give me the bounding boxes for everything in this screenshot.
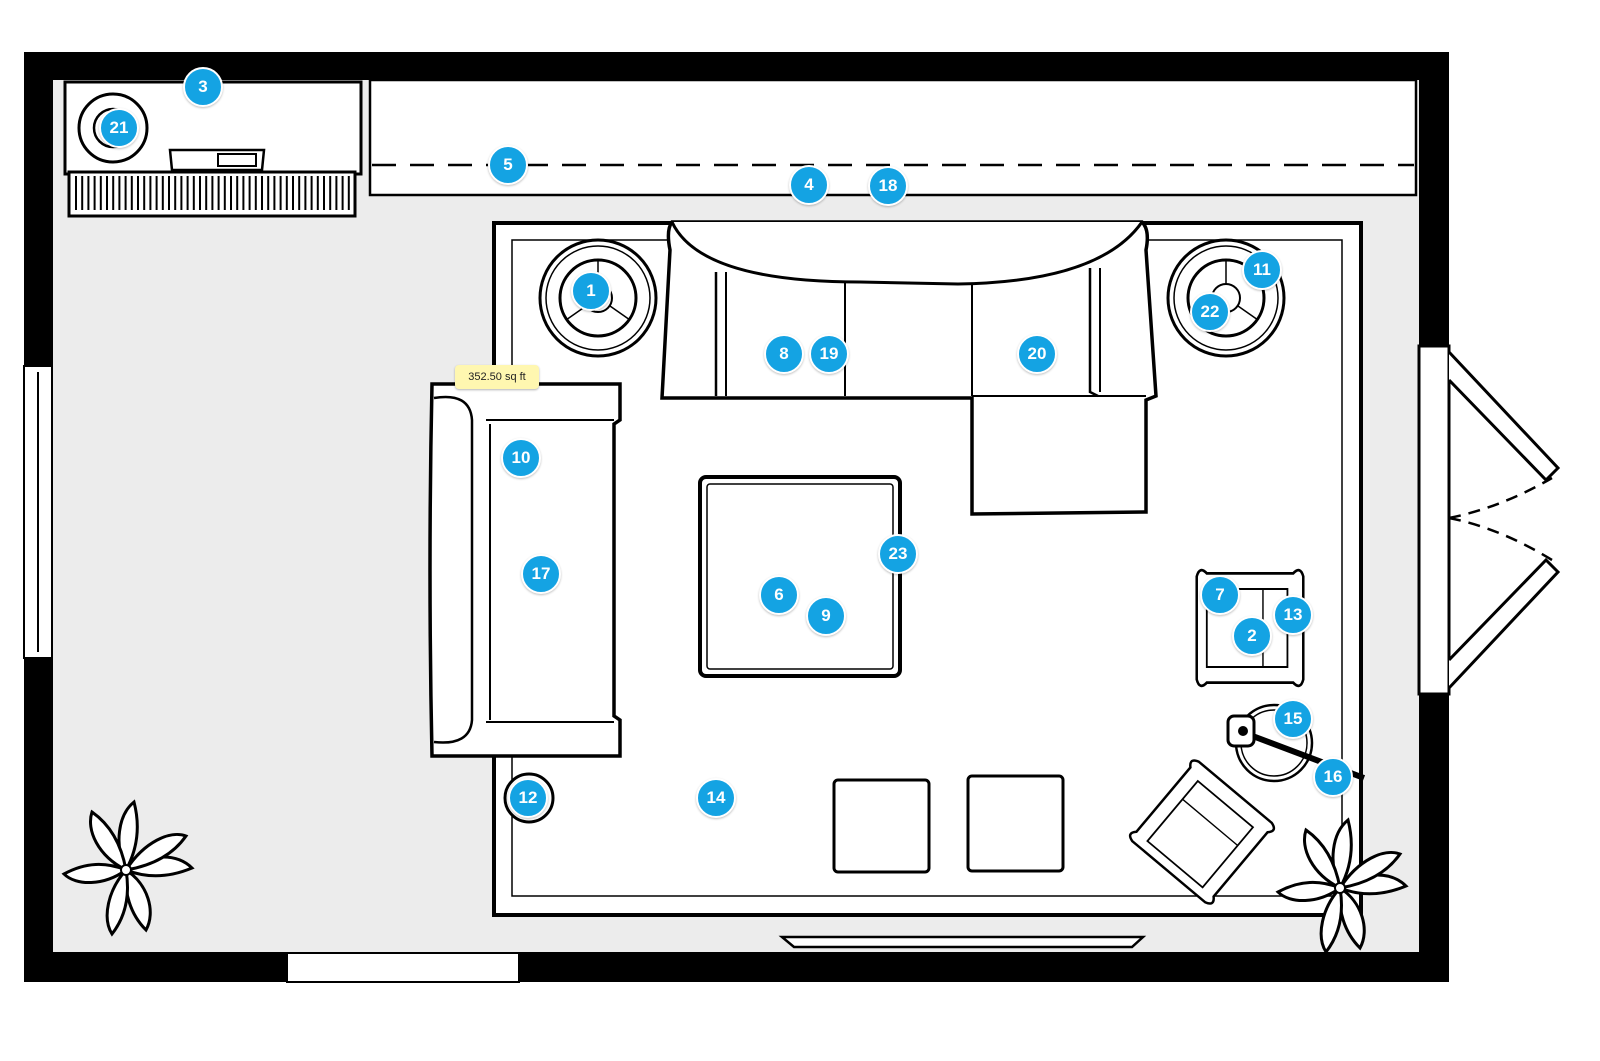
item-marker-13[interactable]: 13: [1273, 595, 1313, 635]
item-marker-4[interactable]: 4: [789, 165, 829, 205]
item-marker-22[interactable]: 22: [1190, 292, 1230, 332]
item-marker-1[interactable]: 1: [571, 271, 611, 311]
item-marker-21[interactable]: 21: [99, 108, 139, 148]
item-marker-2[interactable]: 2: [1232, 616, 1272, 656]
item-marker-15[interactable]: 15: [1273, 699, 1313, 739]
item-marker-19[interactable]: 19: [809, 334, 849, 374]
item-marker-9[interactable]: 9: [806, 596, 846, 636]
item-marker-23[interactable]: 23: [878, 534, 918, 574]
area-tooltip: 352.50 sq ft: [455, 365, 539, 389]
item-marker-20[interactable]: 20: [1017, 334, 1057, 374]
item-marker-18[interactable]: 18: [868, 166, 908, 206]
item-marker-5[interactable]: 5: [488, 145, 528, 185]
item-marker-14[interactable]: 14: [696, 778, 736, 818]
item-marker-12[interactable]: 12: [508, 778, 548, 818]
item-marker-16[interactable]: 16: [1313, 757, 1353, 797]
item-marker-8[interactable]: 8: [764, 334, 804, 374]
item-marker-17[interactable]: 17: [521, 554, 561, 594]
item-marker-10[interactable]: 10: [501, 438, 541, 478]
item-marker-3[interactable]: 3: [183, 67, 223, 107]
item-marker-7[interactable]: 7: [1200, 575, 1240, 615]
item-marker-11[interactable]: 11: [1242, 250, 1282, 290]
item-marker-6[interactable]: 6: [759, 575, 799, 615]
